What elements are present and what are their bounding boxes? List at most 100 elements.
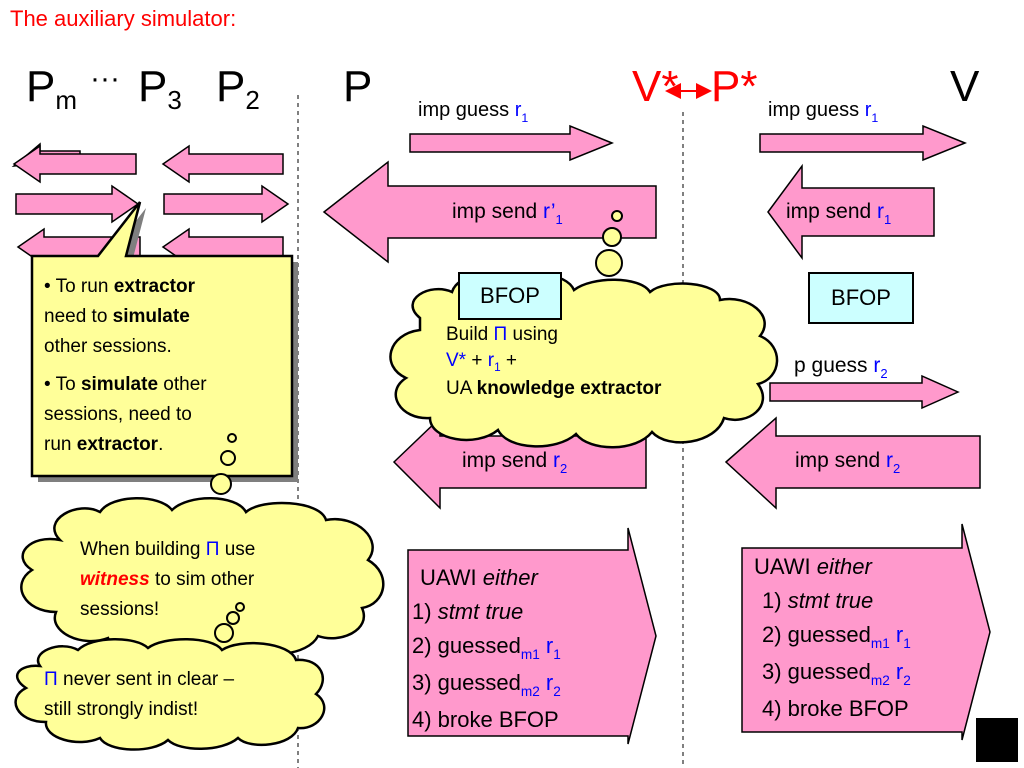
party-p3-subscript: 3 (167, 85, 182, 115)
uawi-left-i3-r: r (545, 670, 554, 695)
cloud-witness-pi: Π (205, 539, 220, 560)
session-arrow-2b (163, 184, 290, 224)
cloud-clear-pi: Π (44, 669, 58, 690)
party-pm: Pm (26, 62, 78, 115)
uawi-right-i2-r: r (895, 622, 904, 647)
uawi-left-i1-num: 1) (412, 599, 438, 624)
uawi-left-text: UAWI either 1) stmt true 2) guessedm1 r1… (412, 561, 561, 737)
left-send1-r: r’ (543, 200, 556, 223)
uawi-right-i2-rsub: 1 (903, 636, 911, 652)
cloud-witness-text: When building Π use witness to sim other… (80, 535, 255, 625)
uawi-left-i2-rsub: 1 (553, 647, 561, 663)
callout-b1-bold1: extractor (113, 276, 196, 297)
right-send2-arrow (724, 416, 981, 510)
witness-dot-small (235, 602, 245, 612)
right-send2-label: imp send r2 (795, 449, 901, 476)
party-ellipsis: ··· (90, 62, 120, 95)
callout-b1-pre: • To run (44, 276, 114, 297)
cloud-build-l3-pre: UA (446, 378, 477, 399)
thought-dot-large (595, 249, 623, 277)
callout-b1-bold2: simulate (112, 306, 190, 327)
thought-dot-small (611, 210, 623, 222)
callout-dot-small (227, 433, 237, 443)
cloud-build-l3-bold: knowledge extractor (476, 378, 662, 399)
party-p: P (343, 62, 373, 111)
party-pm-letter: P (26, 62, 56, 111)
cloud-witness-l1-pre: When building (80, 539, 206, 560)
right-send2-text: imp send (795, 449, 887, 472)
right-guess1-r: r (864, 99, 872, 121)
uawi-left-either: either (482, 565, 538, 590)
uawi-right-i3-sub: m2 (870, 673, 890, 689)
callout-b2-line2: sessions, need to (44, 404, 192, 425)
cloud-build-vstar: V* (446, 350, 467, 371)
right-send2-r: r (886, 449, 894, 472)
party-p3-letter: P (138, 62, 168, 111)
cloud-witness-bold: witness (80, 569, 150, 590)
callout-b2-line3-pre: run (44, 434, 77, 455)
cloud-build-plus1: + (466, 350, 488, 371)
callout-b2-end: . (158, 434, 164, 455)
uawi-left-arrow (407, 527, 657, 745)
left-send2-r: r (553, 449, 561, 472)
uawi-left-i2-r: r (545, 633, 554, 658)
party-pm-subscript: m (55, 85, 78, 115)
right-guess1-sub: 1 (871, 110, 879, 125)
uawi-right-text: UAWI either 1) stmt true 2) guessedm1 r1… (754, 550, 911, 726)
callout-dot-large (210, 473, 232, 495)
left-send1-arrow (322, 160, 657, 264)
right-send2-sub: 2 (893, 460, 901, 476)
right-send1-text: imp send (786, 200, 878, 223)
party-p3: P3 (138, 62, 182, 115)
witness-dot-medium (226, 611, 240, 625)
cloud-witness-l1-post: use (219, 539, 256, 560)
left-send2-sub: 2 (560, 460, 568, 476)
uawi-left-head: UAWI (420, 565, 483, 590)
cloud-build-plus2: + (500, 350, 517, 371)
left-guess1-r: r (514, 99, 522, 121)
cloud-build-pi: Π (493, 324, 508, 345)
cloud-witness-l2-post: to sim other (149, 569, 255, 590)
uawi-left-i3-rsub: 2 (553, 684, 561, 700)
left-guess1-arrow (409, 124, 614, 162)
right-guess1-label: imp guess r1 (768, 99, 879, 125)
uawi-left-i3: 3) guessed (412, 670, 521, 695)
uawi-right-arrow (741, 523, 991, 741)
left-send1-text: imp send (452, 200, 544, 223)
witness-dot-large (214, 623, 234, 643)
cloud-build-text: Build Π using V* + r1 + UA knowledge ext… (446, 322, 661, 402)
uawi-right-i3-rsub: 2 (903, 673, 911, 689)
callout-b1-mid: need to (44, 306, 113, 327)
cloud-build-l1-pre: Build (446, 324, 494, 345)
cloud-build-r-sub: 1 (494, 361, 501, 375)
uawi-right-either: either (816, 554, 872, 579)
uawi-left-i1: stmt true (437, 599, 524, 624)
right-guess2-text: p guess (794, 354, 874, 377)
right-guess2-arrow (769, 374, 960, 410)
right-send1-label: imp send r1 (786, 200, 891, 227)
slide-title: The auxiliary simulator: (10, 6, 237, 31)
uawi-left-i4: 4) broke BFOP (412, 707, 559, 732)
uawi-left-i2: 2) guessed (412, 633, 521, 658)
cloud-clear-l2: still strongly indist! (44, 699, 199, 720)
uawi-right-i4: 4) broke BFOP (762, 696, 909, 721)
right-send1-arrow (767, 163, 935, 261)
uawi-right-head: UAWI (754, 554, 817, 579)
thought-dot-medium (602, 227, 622, 247)
uawi-right-i3-r: r (895, 659, 904, 684)
party-p2: P2 (216, 62, 260, 115)
left-guess1-sub: 1 (521, 110, 529, 125)
party-p2-letter: P (216, 62, 246, 111)
left-send2-text: imp send (462, 449, 554, 472)
callout-dot-medium (220, 450, 236, 466)
cloud-witness-l3: sessions! (80, 599, 160, 620)
uawi-right-i3: 3) guessed (762, 659, 871, 684)
left-bfop-box: BFOP (458, 272, 562, 320)
right-guess2-sub: 2 (880, 365, 888, 381)
party-pstar: P* (711, 62, 758, 111)
right-guess1-arrow (759, 124, 967, 162)
callout-b2-bold1: simulate (80, 374, 159, 395)
cloud-build-r: r (487, 350, 495, 371)
session-arrow-2a (15, 184, 140, 224)
